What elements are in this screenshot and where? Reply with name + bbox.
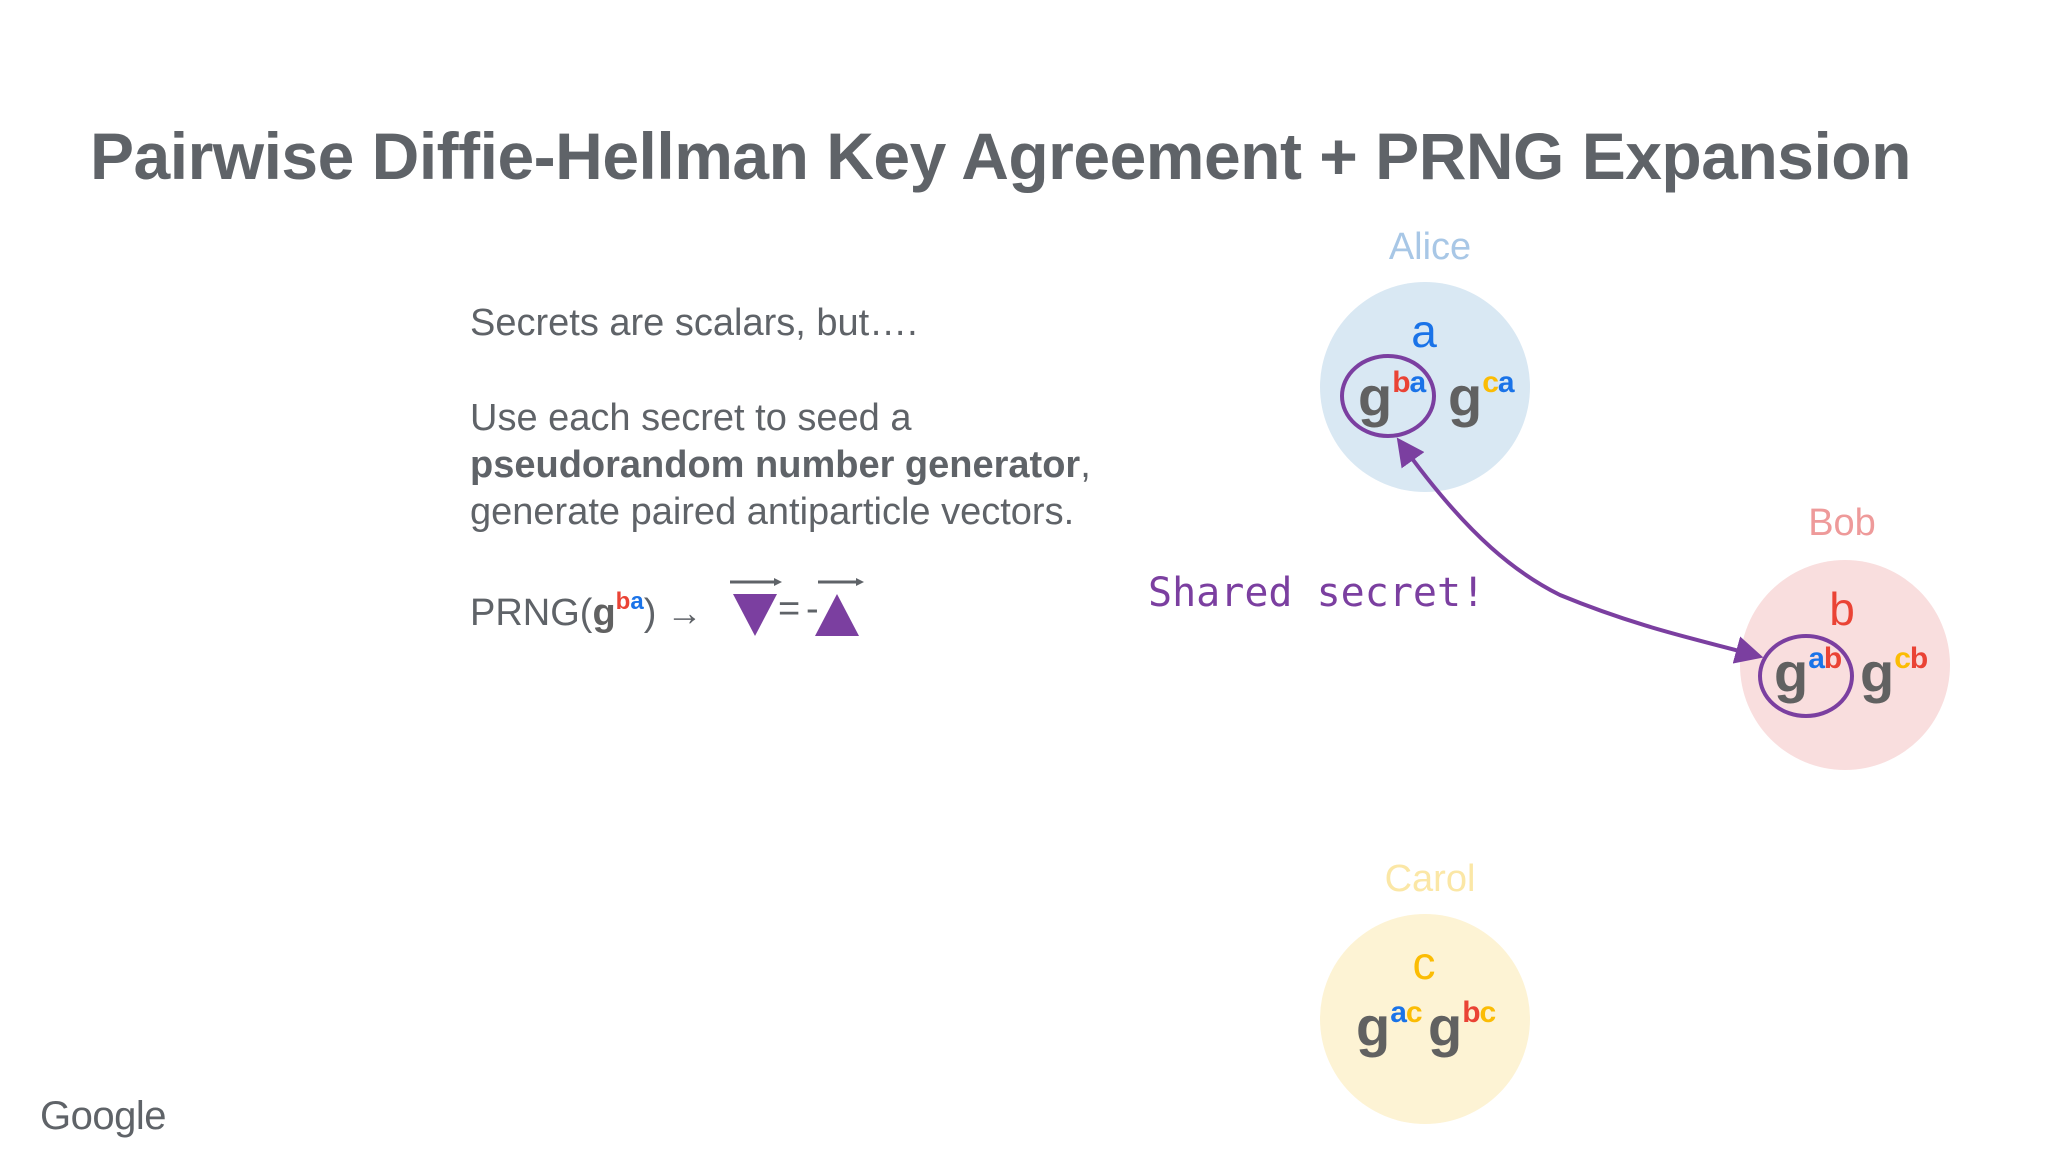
exp-b: b	[1462, 996, 1480, 1029]
prng-formula: PRNG(gba)→	[470, 588, 712, 635]
alice-g-ca: gca	[1448, 364, 1515, 429]
g-base: g	[1448, 365, 1483, 428]
prng-bold-text: pseudorandom number generator	[470, 444, 1081, 486]
carol-g-bc: gbc	[1428, 994, 1497, 1059]
prng-g: g	[592, 592, 616, 634]
seed-line: Use each secret to seed a	[470, 397, 912, 439]
prng-prefix: PRNG(	[470, 592, 593, 634]
maps-to-arrow: →	[666, 592, 703, 633]
prng-comma: ,	[1080, 444, 1091, 486]
exp-a: a	[1409, 366, 1427, 399]
prng-suffix: )	[643, 592, 657, 634]
exp-a: a	[1808, 642, 1825, 675]
g-base: g	[1860, 641, 1895, 704]
bob-circle	[1740, 560, 1950, 770]
prng-exp-a: a	[630, 588, 644, 615]
exp-a: a	[1497, 366, 1515, 399]
bob-name: Bob	[1808, 502, 1876, 544]
exp-b: b	[1823, 642, 1842, 675]
g-base: g	[1428, 995, 1463, 1058]
alice-highlight-ellipse	[1340, 354, 1436, 438]
bob-g-ab: gab	[1774, 640, 1842, 705]
g-base: g	[1358, 365, 1393, 428]
prng-exp-b: b	[615, 588, 631, 615]
exp-c: c	[1482, 366, 1499, 399]
prng-line: pseudorandom number generator,	[470, 444, 1091, 487]
alice-name: Alice	[1388, 226, 1472, 268]
alice-g-ba: gba	[1358, 364, 1427, 429]
carol-g-ac: gac	[1356, 994, 1423, 1059]
exp-a: a	[1390, 996, 1407, 1029]
exp-c: c	[1405, 996, 1423, 1029]
shared-secret-arrow	[1396, 437, 1764, 664]
shared-secret-label: Shared secret!	[1148, 570, 1486, 616]
bob-highlight-ellipse	[1758, 634, 1854, 718]
exp-b: b	[1909, 642, 1928, 675]
vectors-line: generate paired antiparticle vectors.	[470, 491, 1075, 533]
bob-secret: b	[1829, 583, 1855, 635]
carol-secret: c	[1412, 937, 1436, 989]
bob-g-cb: gcb	[1860, 640, 1928, 705]
carol-circle	[1320, 914, 1530, 1124]
exp-c: c	[1479, 996, 1497, 1029]
minus-sign: -	[806, 588, 819, 630]
carol-name: Carol	[1384, 858, 1476, 900]
up-triangle-vector-icon	[810, 578, 864, 636]
equals-sign: =	[778, 588, 801, 630]
slide-title: Pairwise Diffie-Hellman Key Agreement + …	[90, 119, 1911, 193]
exp-b: b	[1392, 366, 1410, 399]
alice-secret: a	[1411, 305, 1437, 357]
g-base: g	[1356, 995, 1391, 1058]
intro-line: Secrets are scalars, but….	[470, 302, 918, 344]
down-triangle-vector-icon	[728, 578, 782, 636]
g-base: g	[1774, 641, 1809, 704]
exp-c: c	[1894, 642, 1911, 675]
google-logo: Google	[40, 1094, 166, 1138]
